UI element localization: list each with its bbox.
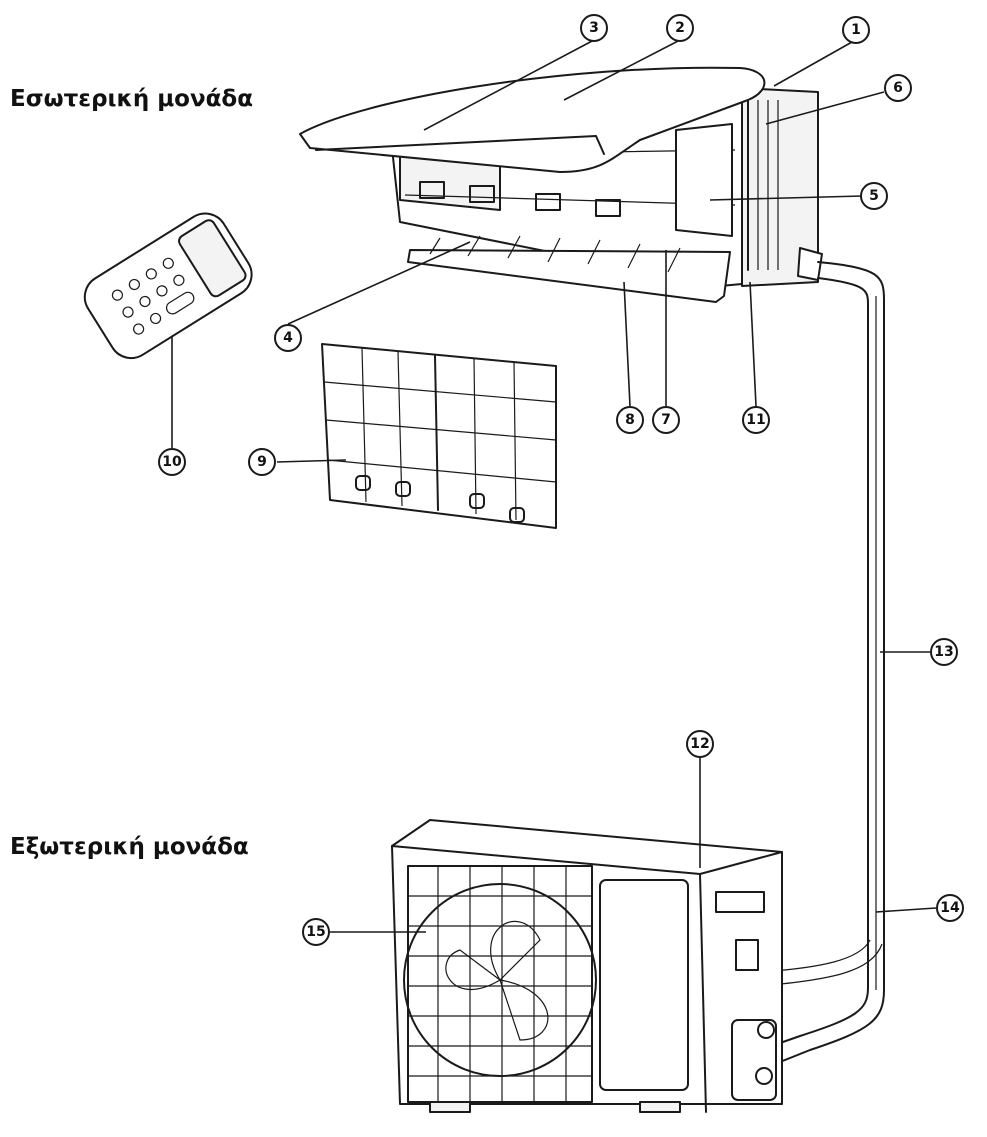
outdoor-foot-right bbox=[639, 1101, 681, 1113]
service-valve-top bbox=[757, 1021, 775, 1039]
outdoor-front-edge bbox=[699, 873, 707, 1113]
callout-6-label: 6 bbox=[893, 80, 903, 96]
callout-11: 11 bbox=[742, 406, 770, 434]
callout-13-label: 13 bbox=[934, 644, 953, 660]
callout-4-label: 4 bbox=[283, 330, 293, 346]
leader-lines bbox=[171, 39, 937, 933]
callout-1-label: 1 bbox=[851, 22, 861, 38]
callout-11-label: 11 bbox=[746, 412, 765, 428]
callout-14-label: 14 bbox=[940, 900, 960, 916]
remote-display bbox=[178, 219, 247, 298]
callout-1: 1 bbox=[842, 16, 870, 44]
callout-2: 2 bbox=[666, 14, 694, 42]
callout-2-label: 2 bbox=[675, 20, 685, 36]
service-valve-bottom bbox=[755, 1067, 773, 1085]
fan-grille-frame bbox=[407, 865, 593, 1103]
indoor-unit bbox=[299, 66, 823, 303]
callout-8: 8 bbox=[616, 406, 644, 434]
air-filter bbox=[321, 343, 557, 529]
outdoor-unit bbox=[391, 819, 783, 1113]
filter-frame bbox=[321, 343, 557, 529]
callout-12: 12 bbox=[686, 730, 714, 758]
indoor-unit-title: Εσωτερική μονάδα bbox=[10, 86, 254, 112]
callout-4: 4 bbox=[274, 324, 302, 352]
callout-8-label: 8 bbox=[625, 412, 635, 428]
outdoor-handle bbox=[735, 939, 759, 971]
indoor-filter-tabs bbox=[419, 181, 621, 217]
callout-15-label: 15 bbox=[306, 924, 325, 940]
callout-5-label: 5 bbox=[869, 188, 879, 204]
outdoor-side-panel bbox=[599, 879, 689, 1091]
callout-3-label: 3 bbox=[589, 20, 599, 36]
remote-buttons bbox=[111, 257, 195, 335]
callout-5: 5 bbox=[860, 182, 888, 210]
filter-divider bbox=[434, 355, 439, 511]
callout-10: 10 bbox=[158, 448, 186, 476]
callout-6: 6 bbox=[884, 74, 912, 102]
electrical-box bbox=[675, 123, 733, 237]
outdoor-unit-title: Εξωτερική μονάδα bbox=[10, 834, 249, 860]
callout-15: 15 bbox=[302, 918, 330, 946]
terminal-strip bbox=[747, 99, 779, 271]
callout-7-label: 7 bbox=[661, 412, 671, 428]
callout-3: 3 bbox=[580, 14, 608, 42]
callout-12-label: 12 bbox=[690, 736, 709, 752]
callout-7: 7 bbox=[652, 406, 680, 434]
callout-14: 14 bbox=[936, 894, 964, 922]
callout-13: 13 bbox=[930, 638, 958, 666]
service-valve-cover bbox=[731, 1019, 777, 1101]
front-panel-edge bbox=[315, 135, 605, 155]
callout-10-label: 10 bbox=[162, 454, 182, 470]
filter-latches bbox=[355, 475, 525, 523]
pipe-outlet bbox=[797, 247, 823, 281]
outdoor-label-plate bbox=[715, 891, 765, 913]
callout-9-label: 9 bbox=[257, 454, 267, 470]
callout-9: 9 bbox=[248, 448, 276, 476]
vertical-louvers bbox=[429, 235, 681, 273]
fan-shroud bbox=[403, 883, 597, 1077]
horizontal-louver bbox=[407, 249, 731, 303]
remote-control bbox=[83, 212, 253, 360]
outdoor-foot-left bbox=[429, 1101, 471, 1113]
fan-blades bbox=[445, 920, 549, 1041]
